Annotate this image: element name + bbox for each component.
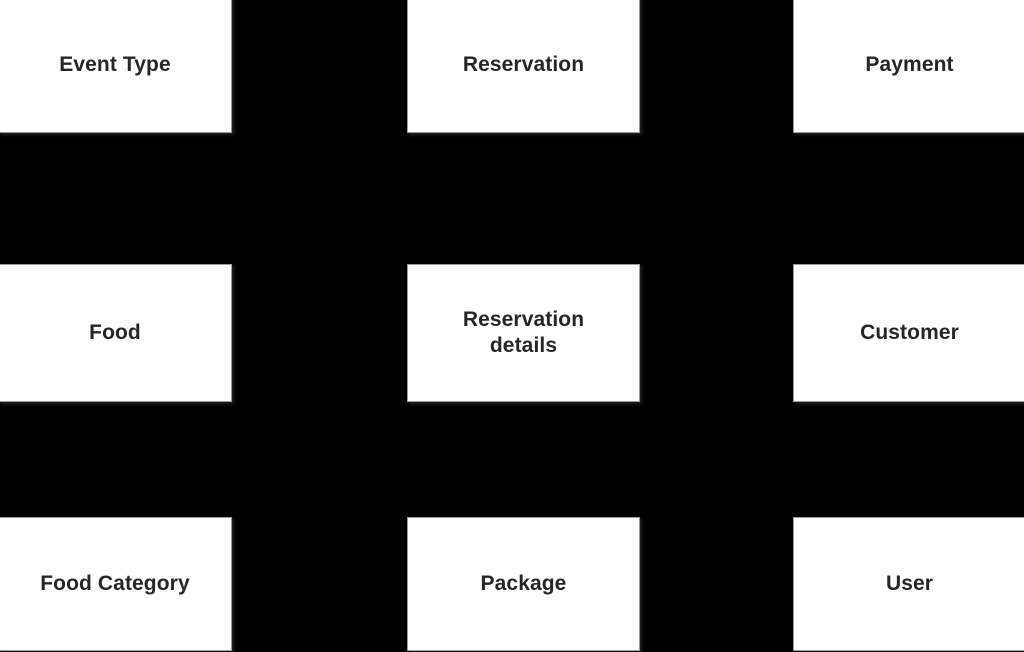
entity-label: Food Category — [40, 571, 190, 595]
entity-box-reservation[interactable]: Reservation — [407, 0, 640, 133]
entity-label: Package — [480, 571, 567, 595]
entity-box-package[interactable]: Package — [407, 517, 640, 651]
entity-box-user[interactable]: User — [793, 517, 1024, 651]
entity-box-food-category[interactable]: Food Category — [0, 517, 232, 651]
entity-label: Food — [89, 320, 141, 344]
entity-label: Reservation — [462, 52, 585, 76]
entity-box-customer[interactable]: Customer — [793, 264, 1024, 402]
entity-box-food[interactable]: Food — [0, 264, 232, 402]
entity-label: Customer — [860, 320, 959, 344]
entity-box-reservation-details[interactable]: Reservation details — [407, 264, 640, 402]
entity-label: User — [885, 571, 934, 595]
entity-label: Reservation details — [462, 307, 585, 357]
entity-label: Payment — [865, 52, 954, 76]
entity-box-event-type[interactable]: Event Type — [0, 0, 232, 133]
entity-box-payment[interactable]: Payment — [793, 0, 1024, 133]
entity-label: Event Type — [59, 52, 171, 76]
